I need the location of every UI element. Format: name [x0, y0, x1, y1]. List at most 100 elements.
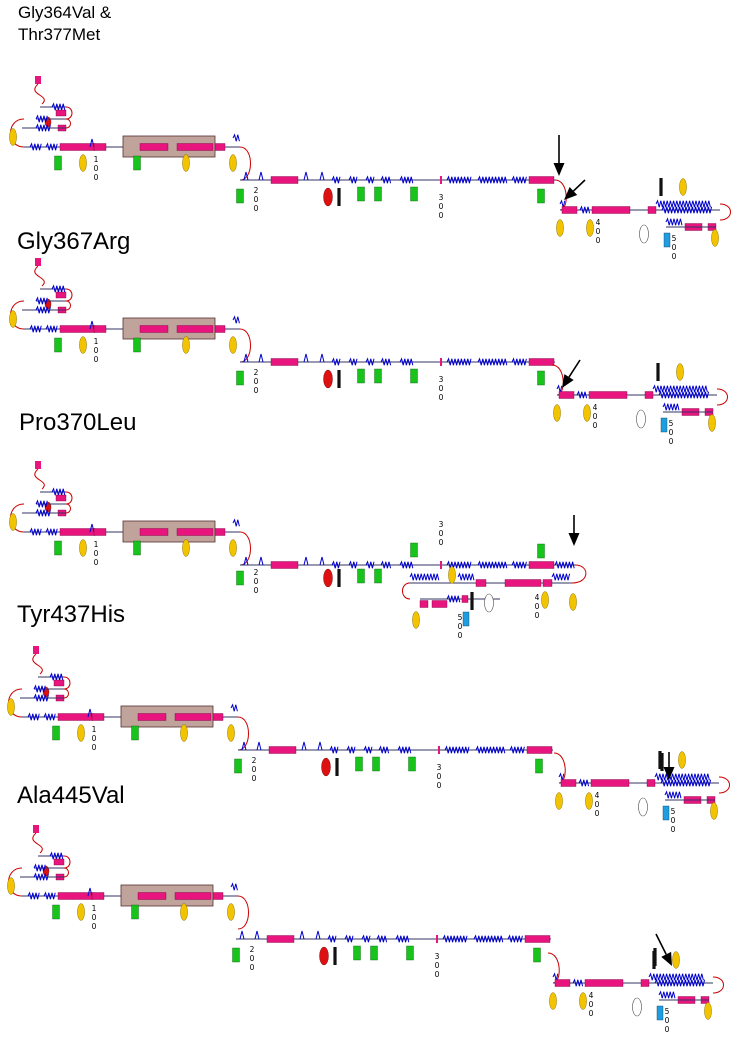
yellow-ellipse-marker: [7, 698, 15, 716]
helix-block: [214, 143, 226, 151]
mutation-arrow-shaft: [568, 359, 581, 378]
green-square-marker: [133, 155, 141, 171]
black-bar-marker: [337, 370, 341, 388]
cyan-square-marker: [660, 417, 668, 433]
yellow-ellipse-marker: [9, 513, 17, 531]
turn-coil: [652, 384, 708, 393]
turn-coil: [331, 357, 341, 366]
helix-block: [176, 325, 214, 333]
helix-block: [139, 325, 169, 333]
helix-turn-spike: [243, 556, 249, 566]
helix-block: [57, 892, 94, 900]
mutation-arrow-shaft: [655, 933, 667, 955]
connecting-loop: [32, 653, 43, 675]
panel-title-tyr437his: Tyr437His: [17, 601, 126, 628]
connecting-loop: [237, 895, 249, 930]
turn-coil: [648, 972, 704, 981]
turn-coil: [444, 745, 470, 754]
green-square-marker: [357, 368, 365, 384]
turn-coil: [376, 934, 388, 943]
connecting-loop: [239, 146, 251, 181]
helix-block: [590, 779, 630, 787]
helix-block: [647, 206, 657, 214]
helix-block: [55, 109, 67, 117]
helix-block: [137, 713, 167, 721]
helix-block: [270, 176, 299, 184]
helix-block: [640, 979, 650, 987]
turn-coil: [655, 199, 711, 208]
turn-coil: [654, 978, 706, 987]
helix-block: [528, 561, 555, 569]
connecting-loop: [402, 582, 411, 600]
connecting-loop: [551, 364, 564, 396]
turn-coil: [473, 934, 504, 943]
yellow-ellipse-marker: [229, 336, 237, 354]
helix-block: [59, 528, 96, 536]
turn-coil: [658, 390, 710, 399]
turn-coil: [399, 357, 414, 366]
connecting-loop: [65, 491, 73, 505]
connecting-loop: [554, 179, 567, 211]
green-square-marker: [537, 188, 545, 204]
panel-title-ala445val: Ala445Val: [17, 782, 125, 809]
black-bar-marker: [659, 178, 663, 196]
helix-block: [268, 746, 297, 754]
open-ellipse-marker: [632, 997, 642, 1017]
panel-title-gly367arg: Gly367Arg: [17, 228, 131, 255]
green-square-marker: [353, 945, 361, 961]
panel-title-pro370leu: Pro370Leu: [19, 409, 137, 436]
red-ellipse-marker: [323, 187, 333, 207]
turn-coil: [365, 175, 375, 184]
yellow-ellipse-marker: [79, 154, 87, 172]
helix-block: [212, 892, 224, 900]
turn-coil: [579, 205, 591, 214]
mutation-arrow-head: [553, 163, 565, 176]
helix-block: [475, 579, 487, 587]
helix-turn-spike: [317, 741, 323, 751]
green-square-marker: [133, 540, 141, 556]
yellow-ellipse-marker: [9, 128, 17, 146]
helix-block: [644, 391, 654, 399]
connecting-loop: [63, 676, 71, 690]
yellow-ellipse-marker: [549, 992, 557, 1010]
helix-turn-spike: [319, 171, 325, 181]
black-bar-marker: [656, 363, 660, 381]
helix-turn-spike: [303, 353, 309, 363]
turn-coil: [33, 684, 46, 693]
turn-coil: [477, 357, 508, 366]
green-square-marker: [355, 756, 363, 772]
helix-block: [588, 391, 628, 399]
connecting-loop: [65, 503, 71, 514]
terminal-helix-block: [35, 461, 41, 469]
helix-turn-spike: [87, 887, 93, 897]
helix-turn-spike: [239, 930, 245, 940]
terminal-helix-block: [33, 646, 39, 654]
turn-coil: [329, 745, 339, 754]
yellow-ellipse-marker: [182, 539, 190, 557]
turn-coil: [230, 882, 238, 891]
connecting-loop: [63, 867, 69, 878]
turn-coil: [43, 891, 56, 900]
helix-block: [270, 358, 299, 366]
helix-block: [440, 176, 442, 184]
green-square-marker: [408, 756, 416, 772]
green-square-marker: [410, 542, 418, 558]
yellow-ellipse-marker: [7, 877, 15, 895]
connecting-loop: [571, 564, 587, 584]
turn-coil: [348, 175, 358, 184]
turn-coil: [578, 778, 590, 787]
yellow-ellipse-marker: [180, 903, 188, 921]
cyan-square-marker: [656, 1005, 664, 1021]
turn-coil: [399, 560, 414, 569]
green-square-marker: [236, 188, 244, 204]
